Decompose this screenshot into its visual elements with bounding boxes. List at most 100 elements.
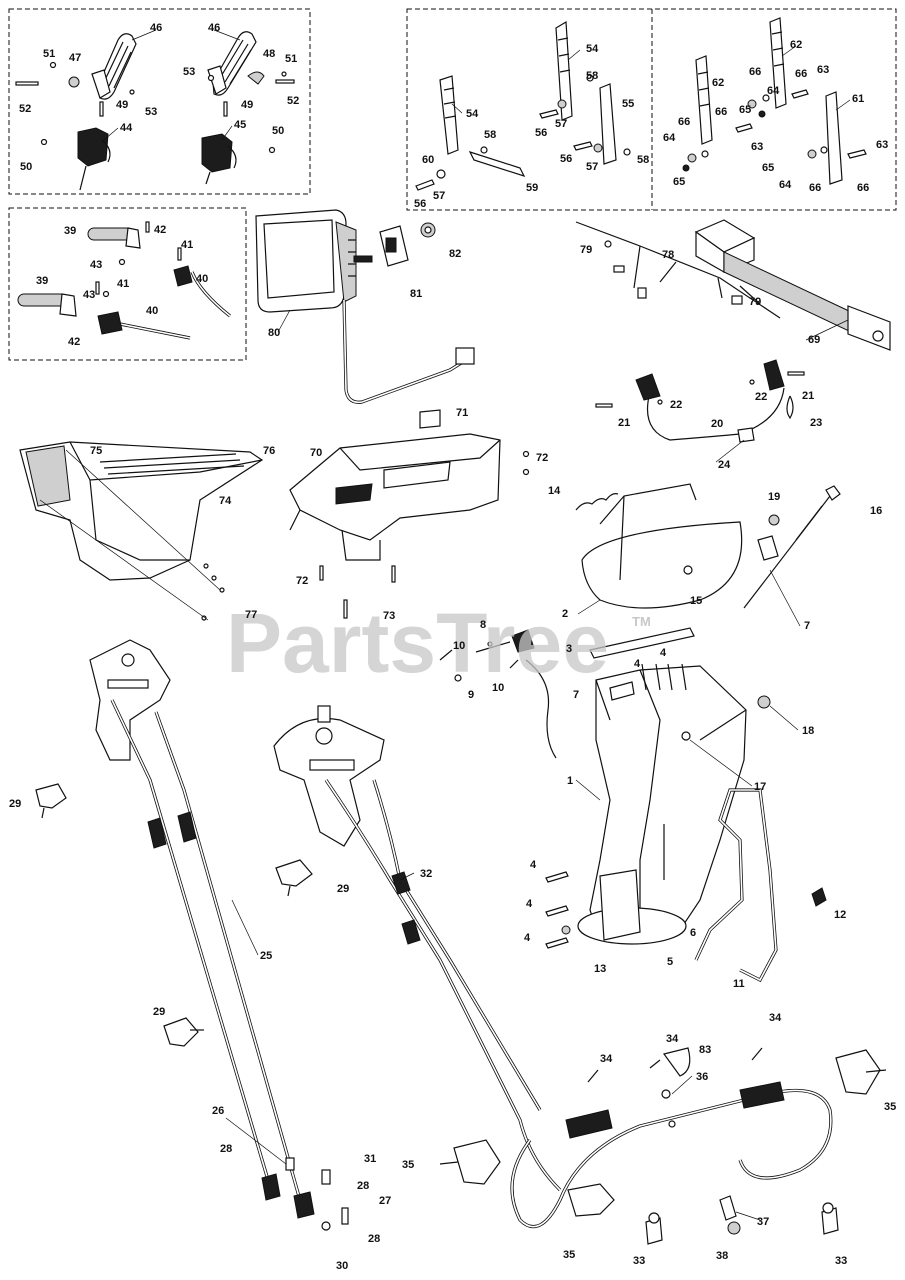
callout-27: 27 — [379, 1195, 391, 1207]
cable-clip-35a — [835, 1049, 887, 1095]
callout-38: 38 — [716, 1250, 728, 1262]
callout-4e: 4 — [524, 932, 531, 944]
callout-23: 23 — [810, 417, 822, 429]
callout-10a: 10 — [453, 640, 465, 652]
callout-6: 6 — [690, 927, 696, 939]
callout-29b: 29 — [337, 883, 349, 895]
callout-66c: 66 — [678, 116, 690, 128]
cable-clip-35c — [567, 1183, 615, 1217]
callout-55: 55 — [622, 98, 634, 110]
callout-66f: 66 — [857, 182, 869, 194]
callout-24: 24 — [718, 459, 731, 471]
callout-56a: 56 — [535, 127, 547, 139]
callout-74: 74 — [219, 495, 232, 507]
callout-58a: 58 — [586, 70, 598, 82]
callout-1: 1 — [567, 775, 573, 787]
callout-22a: 22 — [670, 399, 682, 411]
callout-78: 78 — [662, 249, 674, 261]
callout-81: 81 — [410, 288, 422, 300]
callout-33b: 33 — [835, 1255, 847, 1267]
cable-clip-29a — [35, 783, 67, 819]
callout-58b: 58 — [484, 129, 496, 141]
cable-clip-35b — [439, 1139, 501, 1185]
callout-72a: 72 — [536, 452, 548, 464]
callout-44: 44 — [120, 122, 133, 134]
callout-64b: 64 — [663, 132, 676, 144]
callout-66b: 66 — [795, 68, 807, 80]
callout-34b: 34 — [666, 1033, 679, 1045]
group-box-handles — [8, 207, 247, 361]
callout-52a: 52 — [19, 103, 31, 115]
callout-34c: 34 — [769, 1012, 782, 1024]
control-plate-center — [273, 705, 562, 1192]
callout-14: 14 — [548, 485, 561, 497]
callout-57a: 57 — [555, 118, 567, 130]
left-console-panel — [19, 441, 264, 621]
callout-66d: 66 — [715, 106, 727, 118]
callout-52b: 52 — [287, 95, 299, 107]
callout-26: 26 — [212, 1105, 224, 1117]
chute-lever-assembly-left — [415, 20, 631, 191]
light-nut — [420, 222, 436, 238]
hand-grip-left — [91, 33, 137, 100]
cable-clip-29c — [163, 1017, 204, 1047]
control-plate-left — [89, 639, 349, 1231]
callout-37: 37 — [757, 1216, 769, 1228]
callout-72b: 72 — [296, 575, 308, 587]
handle-grip-lower — [17, 221, 191, 340]
callout-79b: 79 — [749, 296, 761, 308]
callout-70: 70 — [310, 447, 322, 459]
callout-54b: 54 — [466, 108, 479, 120]
chute-bolts — [545, 663, 687, 949]
callout-8: 8 — [480, 619, 486, 631]
shift-cable — [595, 359, 805, 443]
dash-panel — [289, 409, 530, 619]
callout-77: 77 — [245, 609, 257, 621]
callout-18: 18 — [802, 725, 814, 737]
wire-harness — [575, 221, 781, 319]
watermark-text: PartsTree — [226, 596, 609, 690]
callout-43a: 43 — [90, 259, 102, 271]
callout-56c: 56 — [414, 198, 426, 210]
deflector-spring — [575, 493, 619, 511]
callout-31: 31 — [364, 1153, 376, 1165]
callout-4c: 4 — [530, 859, 537, 871]
callout-75: 75 — [90, 445, 102, 457]
callout-16: 16 — [870, 505, 882, 517]
callout-76: 76 — [263, 445, 275, 457]
hand-grip-right — [207, 31, 257, 96]
chute-actuator — [694, 219, 891, 351]
callout-64a: 64 — [767, 85, 780, 97]
callout-49a: 49 — [116, 99, 128, 111]
callout-21b: 21 — [802, 390, 814, 402]
callout-65a: 65 — [739, 104, 751, 116]
callout-labels: 46 46 51 47 48 51 53 53 52 52 49 49 44 4… — [9, 22, 896, 1272]
callout-4d: 4 — [526, 898, 533, 910]
callout-51b: 51 — [285, 53, 297, 65]
callout-49b: 49 — [241, 99, 253, 111]
bail-switch-left — [77, 127, 111, 191]
callout-66e: 66 — [809, 182, 821, 194]
chute-control-rod-small — [439, 629, 557, 759]
chute-deflector — [581, 483, 743, 609]
callout-64c: 64 — [779, 179, 792, 191]
callout-30: 30 — [336, 1260, 348, 1272]
callout-63a: 63 — [817, 64, 829, 76]
callout-69: 69 — [808, 334, 820, 346]
discharge-chute — [577, 627, 771, 945]
callout-15: 15 — [690, 595, 702, 607]
callout-61: 61 — [852, 93, 864, 105]
chute-lever-assembly-right — [682, 17, 867, 185]
callout-28a: 28 — [220, 1143, 232, 1155]
callout-54a: 54 — [586, 43, 599, 55]
callout-58c: 58 — [637, 154, 649, 166]
fasteners-bottom — [645, 1195, 839, 1245]
callout-42b: 42 — [68, 336, 80, 348]
callout-25: 25 — [260, 950, 272, 962]
callout-40b: 40 — [146, 305, 158, 317]
small-spring-12 — [811, 887, 827, 907]
callout-5: 5 — [667, 956, 673, 968]
callout-79a: 79 — [580, 244, 592, 256]
callout-41a: 41 — [181, 239, 193, 251]
